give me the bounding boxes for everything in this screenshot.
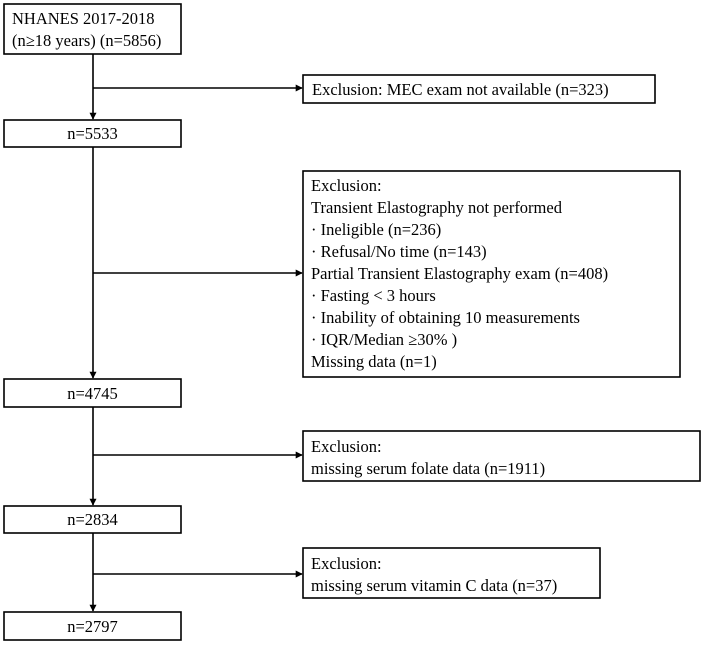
main-box-4745-label: n=4745 — [67, 384, 118, 403]
main-box-2834: n=2834 — [3, 505, 182, 534]
exclusion-box-mec: Exclusion: MEC exam not available (n=323… — [302, 74, 656, 104]
exclusion-box-elastography-line-3: · Ineligible (n=236) — [311, 220, 441, 239]
exclusion-box-elastography-line-8: · IQR/Median ≥30% ) — [311, 330, 457, 349]
main-box-4745: n=4745 — [3, 378, 182, 408]
exclusion-box-elastography-line-9: Missing data (n=1) — [311, 352, 437, 371]
main-box-nhanes-line-1: NHANES 2017-2018 — [12, 9, 155, 28]
exclusion-box-elastography-line-2: Transient Elastography not performed — [311, 198, 563, 217]
exclusion-box-folate: Exclusion: missing serum folate data (n=… — [302, 430, 701, 482]
exclusion-box-elastography-line-5: Partial Transient Elastography exam (n=4… — [311, 264, 608, 283]
exclusion-box-folate-line-2: missing serum folate data (n=1911) — [311, 459, 545, 478]
horizontal-connectors — [93, 84, 303, 578]
exclusion-box-vitamin-c-line-2: missing serum vitamin C data (n=37) — [311, 576, 557, 595]
main-box-2834-label: n=2834 — [67, 510, 118, 529]
exclusion-box-elastography-line-7: · Inability of obtaining 10 measurements — [311, 308, 580, 327]
exclusion-box-elastography: Exclusion: Transient Elastography not pe… — [302, 170, 681, 378]
exclusion-box-elastography-line-1: Exclusion: — [311, 176, 382, 195]
main-box-nhanes: NHANES 2017-2018 (n≥18 years) (n=5856) — [3, 3, 182, 55]
exclusion-box-elastography-line-6: · Fasting < 3 hours — [311, 286, 436, 305]
exclusion-box-mec-label: Exclusion: MEC exam not available (n=323… — [312, 80, 609, 99]
main-box-2797: n=2797 — [3, 611, 182, 641]
exclusion-box-vitamin-c: Exclusion: missing serum vitamin C data … — [302, 547, 601, 599]
exclusion-box-folate-line-1: Exclusion: — [311, 437, 382, 456]
exclusion-box-elastography-line-4: · Refusal/No time (n=143) — [311, 242, 487, 261]
main-box-5533-label: n=5533 — [67, 124, 118, 143]
main-box-5533: n=5533 — [3, 119, 182, 148]
exclusion-box-vitamin-c-line-1: Exclusion: — [311, 554, 382, 573]
main-box-2797-label: n=2797 — [67, 617, 118, 636]
main-box-nhanes-line-2: (n≥18 years) (n=5856) — [12, 31, 161, 50]
